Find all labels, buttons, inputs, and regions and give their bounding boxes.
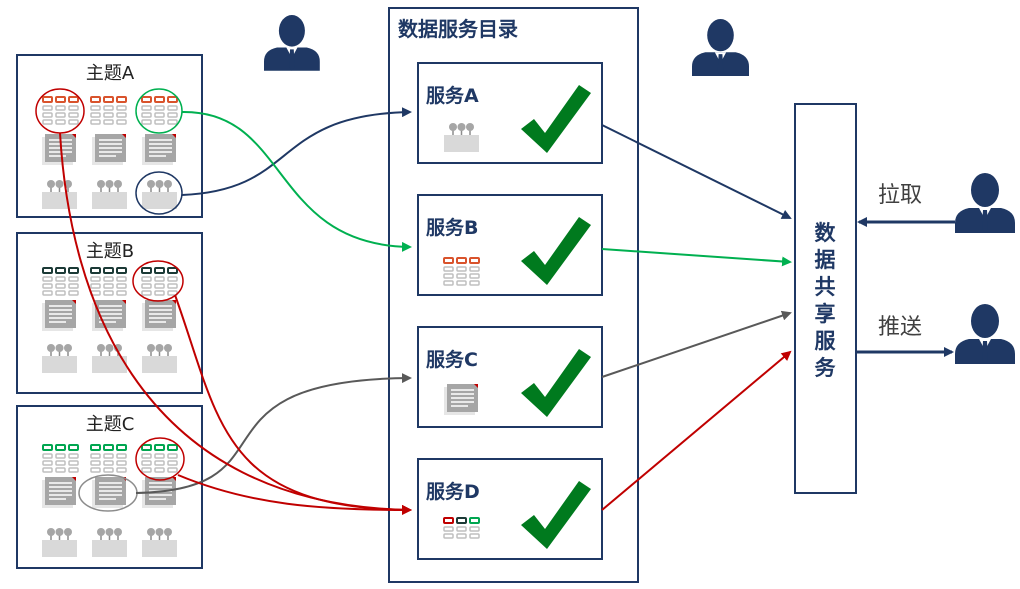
- push-label: 推送: [878, 315, 922, 340]
- service-b-card: 服务B: [417, 194, 603, 296]
- table-icon: [42, 267, 79, 296]
- highlight-circle: [135, 171, 183, 215]
- service-name: 服务B: [426, 216, 478, 239]
- pull-label: 拉取: [878, 183, 922, 208]
- people-group-icon: [41, 179, 78, 210]
- people-group-icon: [91, 179, 128, 210]
- person-icon: [264, 15, 320, 71]
- document-icon: [91, 299, 127, 332]
- person-icon: [692, 19, 749, 76]
- share-char: 务: [815, 356, 837, 380]
- topic-a-panel: 主题A: [16, 54, 203, 218]
- table-icon: [42, 444, 79, 473]
- document-icon: [91, 133, 127, 166]
- document-icon: [141, 299, 177, 332]
- connector-arrow: [181, 107, 412, 196]
- connector-arrow: [601, 350, 792, 511]
- connector-arrow: [181, 110, 412, 252]
- document-icon: [141, 133, 177, 166]
- service-c-card: 服务C: [417, 326, 603, 428]
- table-icon: [443, 257, 480, 286]
- person-icon: [955, 304, 1015, 364]
- connector-arrow: [601, 310, 792, 378]
- people-group-icon: [443, 122, 480, 153]
- topic-title: 主题A: [86, 63, 135, 84]
- service-a-card: 服务A: [417, 62, 603, 164]
- person-icon: [955, 173, 1015, 233]
- service-d-card: 服务D: [417, 458, 603, 560]
- highlight-circle: [135, 437, 185, 481]
- topic-title: 主题B: [86, 241, 134, 262]
- table-icon: [141, 444, 178, 473]
- service-name: 服务D: [426, 480, 480, 503]
- people-group-icon: [141, 343, 178, 374]
- table-icon: [42, 96, 79, 125]
- table-icon: [90, 444, 127, 473]
- share-char: 数: [815, 221, 837, 245]
- connector-arrow: [177, 474, 412, 515]
- people-group-icon: [41, 343, 78, 374]
- table-icon: [141, 96, 178, 125]
- connector-arrow: [601, 248, 792, 267]
- document-icon: [41, 476, 77, 509]
- topic-title: 主题C: [86, 414, 135, 435]
- document-icon: [91, 476, 127, 509]
- topic-b-panel: 主题B: [16, 232, 203, 394]
- table-icon: [90, 267, 127, 296]
- connector-arrow: [601, 124, 792, 219]
- table-icon: [90, 96, 127, 125]
- people-group-icon: [141, 527, 178, 558]
- data-sharing-service-box: 数 据 共 享 服 务: [794, 103, 857, 494]
- people-group-icon: [41, 527, 78, 558]
- connector-arrow: [174, 294, 412, 515]
- catalog-title: 数据服务目录: [398, 17, 518, 41]
- people-group-icon: [91, 527, 128, 558]
- table-icon: [443, 517, 480, 539]
- connector-arrow: [135, 373, 412, 494]
- topic-c-panel: 主题C: [16, 405, 203, 569]
- share-char: 共: [815, 275, 836, 299]
- service-name: 服务C: [426, 348, 478, 371]
- highlight-circle: [132, 260, 184, 302]
- service-name: 服务A: [426, 84, 479, 107]
- share-char: 服: [815, 329, 837, 353]
- people-group-icon: [141, 179, 178, 210]
- share-char: 据: [815, 248, 836, 272]
- document-icon: [41, 299, 77, 332]
- table-icon: [141, 267, 178, 296]
- document-icon: [41, 133, 77, 166]
- document-icon: [443, 383, 479, 416]
- share-char: 享: [815, 302, 836, 326]
